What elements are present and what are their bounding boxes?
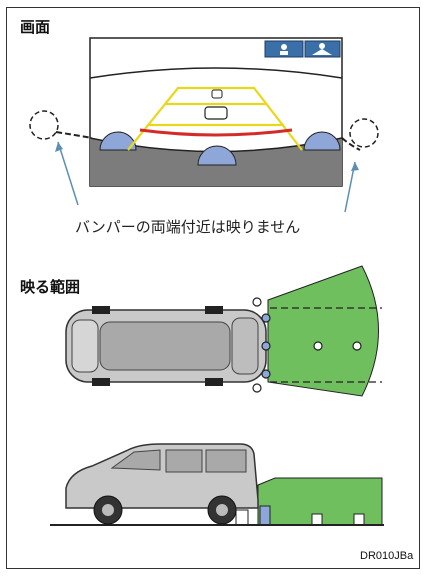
bumper-sensor-center — [197, 145, 237, 166]
bumper-sensor-left — [99, 131, 137, 151]
arrow-left — [57, 141, 79, 206]
blind-spot-right — [341, 118, 379, 213]
bumper-sensor-right — [303, 131, 341, 151]
distance-guide-red — [139, 128, 293, 137]
coverage-area-side — [257, 477, 383, 526]
screen-heading: 画面 — [20, 18, 51, 36]
wide-view-icon[interactable] — [304, 40, 341, 58]
coverage-side-view — [50, 443, 384, 526]
bumper-caption: バンパーの両端付近は映りません — [75, 218, 301, 236]
coverage-area-top — [267, 265, 379, 397]
range-heading: 映る範囲 — [20, 278, 81, 296]
camera-view-icon[interactable] — [264, 40, 304, 58]
camera-screen — [89, 37, 343, 187]
guide-lines — [127, 86, 303, 151]
blind-spot-left — [29, 110, 93, 206]
coverage-top-view — [65, 265, 382, 397]
figure-code: DR010JBa — [360, 550, 414, 562]
